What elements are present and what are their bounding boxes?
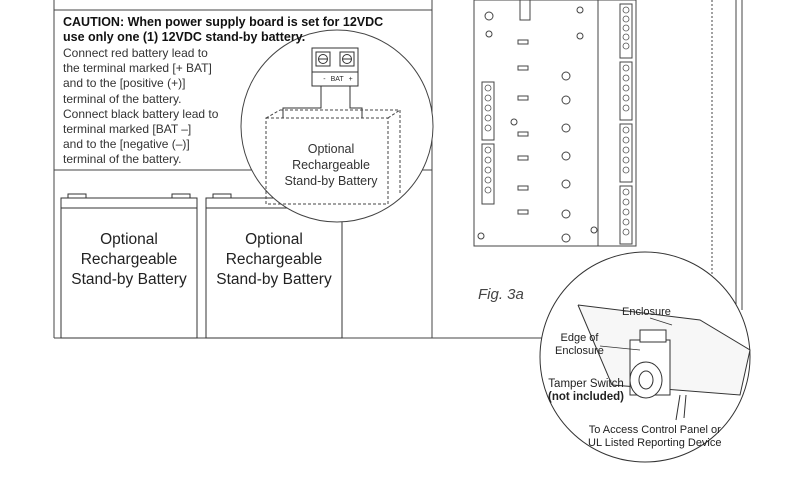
tamper-lead-2 bbox=[683, 394, 687, 419]
battery-label-line: Optional bbox=[100, 231, 158, 248]
instruction-line: Connect red battery lead to bbox=[63, 46, 208, 60]
tamper-callout: Tamper Switch (not included) bbox=[548, 378, 624, 404]
caution-note: CAUTION: When power supply board is set … bbox=[63, 15, 383, 45]
instruction-line: the terminal marked [+ BAT] bbox=[63, 61, 212, 76]
instruction-line: terminal marked [BAT –] bbox=[63, 122, 192, 137]
edge-callout: Edge of Enclosure bbox=[555, 332, 604, 358]
battery-label-line: Rechargeable bbox=[292, 158, 370, 172]
negative-lead bbox=[282, 86, 322, 118]
instruction-line: and to the [positive (+)] bbox=[63, 76, 186, 91]
instruction-line: Connect black battery lead to bbox=[63, 106, 219, 121]
battery-label-line: Stand-by Battery bbox=[284, 174, 378, 188]
access-callout: To Access Control Panel or UL Listed Rep… bbox=[588, 424, 722, 450]
figure-caption: Fig. 3a bbox=[478, 286, 524, 303]
battery-left bbox=[60, 193, 198, 339]
detail-battery-label: Optional Rechargeable Stand-by Battery bbox=[276, 141, 386, 189]
battery-label-line: Rechargeable bbox=[225, 251, 323, 268]
instruction-line: terminal of the battery. bbox=[63, 152, 182, 167]
tamper-detail bbox=[539, 251, 751, 463]
instruction-line: and to the [negative (–)] bbox=[63, 137, 190, 152]
right-battery-label: Optional Rechargeable Stand-by Battery bbox=[206, 230, 342, 290]
battery-label-line: Optional bbox=[245, 231, 303, 248]
battery-detail-circle bbox=[240, 29, 434, 223]
tamper-callout-line: Tamper Switch bbox=[548, 378, 624, 390]
wiring-instructions: Connect red battery lead to the terminal… bbox=[63, 46, 218, 168]
power-supply-board bbox=[473, 0, 637, 247]
terminal-plus: + bbox=[348, 76, 353, 83]
left-battery-label: Optional Rechargeable Stand-by Battery bbox=[61, 230, 197, 290]
enclosure-callout: Enclosure bbox=[622, 306, 671, 318]
positive-lead bbox=[349, 86, 363, 118]
battery-label-line: Optional bbox=[307, 142, 355, 156]
terminal-pins bbox=[484, 6, 630, 236]
edge-callout-line: Edge of bbox=[560, 332, 599, 344]
bat-terminal-label: - BAT + bbox=[320, 76, 356, 84]
battery-label-line: Rechargeable bbox=[80, 251, 178, 268]
terminal-bat: BAT bbox=[330, 76, 344, 83]
battery-label-line: Stand-by Battery bbox=[71, 271, 187, 288]
caution-line-1: CAUTION: When power supply board is set … bbox=[63, 15, 384, 29]
caution-line-2: use only one (1) 12VDC stand-by battery. bbox=[63, 30, 306, 44]
tamper-callout-line: (not included) bbox=[548, 391, 625, 403]
access-callout-line: To Access Control Panel or bbox=[588, 424, 721, 436]
tamper-lead-1 bbox=[675, 394, 681, 421]
edge-callout-line: Enclosure bbox=[555, 345, 604, 357]
battery-label-line: Stand-by Battery bbox=[216, 271, 332, 288]
instruction-line: terminal of the battery. bbox=[63, 91, 182, 106]
bat-terminal-block bbox=[311, 47, 359, 87]
terminal-minus: - bbox=[323, 76, 326, 83]
battery-detail bbox=[265, 109, 401, 205]
access-callout-line: UL Listed Reporting Device bbox=[588, 437, 722, 449]
